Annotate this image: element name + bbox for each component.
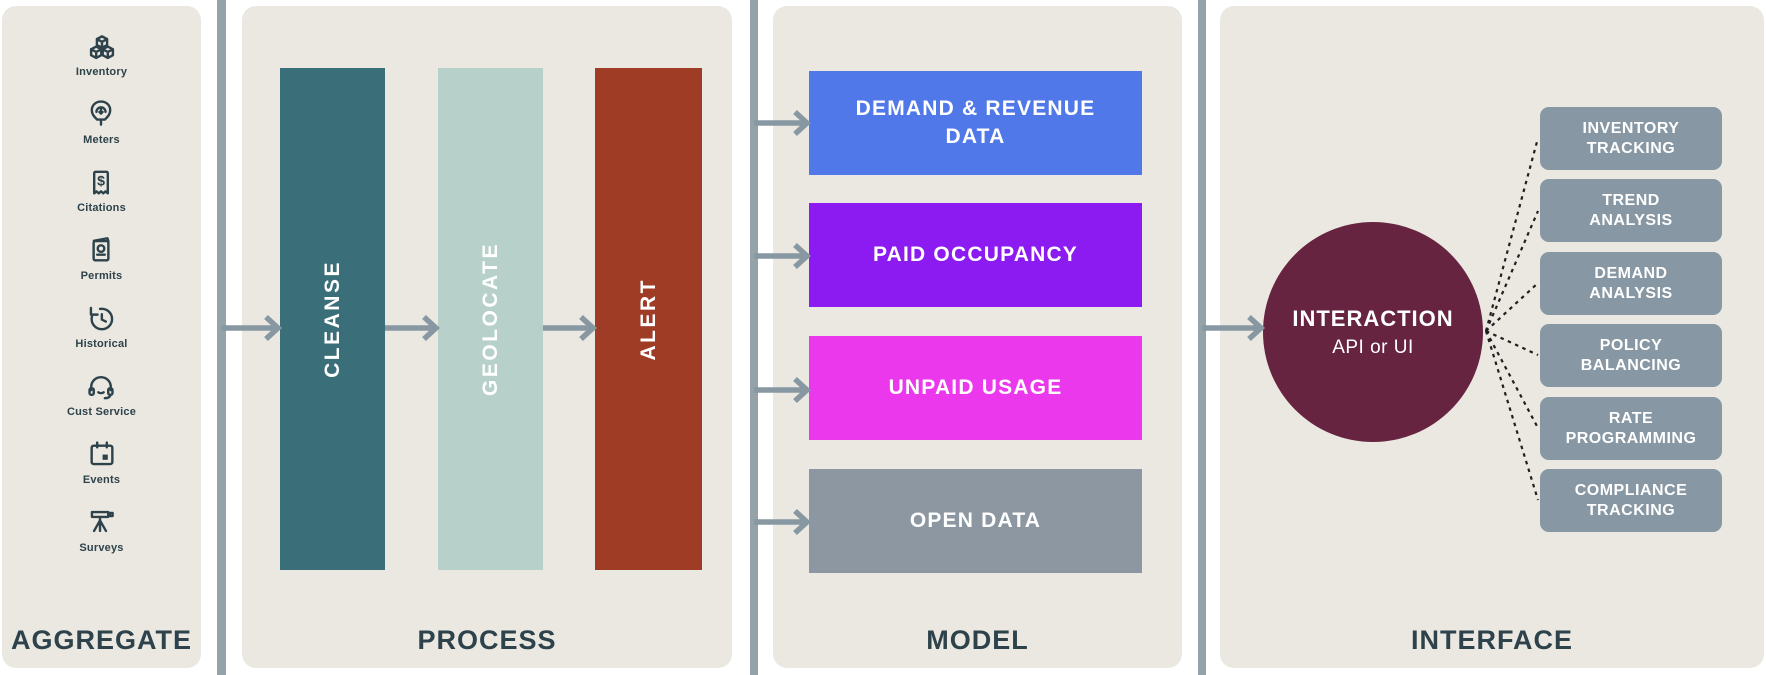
list-item: Inventory bbox=[76, 30, 127, 78]
hub-title: INTERACTION bbox=[1292, 305, 1454, 331]
list-item: $ Citations bbox=[77, 166, 126, 214]
panel-title-model: MODEL bbox=[926, 625, 1029, 655]
hub-subtitle: API or UI bbox=[1332, 336, 1414, 358]
panel-title-interface: INTERFACE bbox=[1410, 625, 1573, 655]
output-box-trend-analysis: TREND ANALYSIS bbox=[1540, 179, 1722, 242]
model-box-unpaid-usage: UNPAID USAGE bbox=[809, 336, 1142, 440]
stage-alert: ALERT bbox=[595, 68, 702, 570]
inventory-cubes-icon bbox=[85, 30, 119, 64]
list-item-label: Meters bbox=[83, 134, 120, 146]
parking-meter-icon bbox=[84, 98, 118, 132]
survey-tripod-icon bbox=[85, 506, 119, 540]
model-box-label-line: DEMAND & REVENUE bbox=[855, 96, 1096, 120]
aggregate-panel: Inventory Meters $ bbox=[2, 6, 201, 668]
list-item-label: Cust Service bbox=[66, 406, 137, 418]
list-item: Historical bbox=[75, 302, 127, 350]
stage-label: ALERT bbox=[636, 277, 660, 361]
model-box-label-line: PAID OCCUPANCY bbox=[872, 242, 1079, 266]
panel-divider bbox=[750, 0, 758, 675]
output-box-label-line: POLICY bbox=[1599, 337, 1663, 355]
output-box-label-line: INVENTORY bbox=[1582, 120, 1680, 138]
list-item: Permits bbox=[81, 234, 123, 282]
stage-label: GEOLOCATE bbox=[478, 242, 502, 396]
stage-cleanse: CLEANSE bbox=[280, 68, 385, 570]
history-clock-icon bbox=[84, 302, 118, 336]
output-box-rate-programming: RATE PROGRAMMING bbox=[1540, 397, 1722, 460]
list-item: Events bbox=[83, 438, 120, 486]
output-box-label-line: ANALYSIS bbox=[1589, 211, 1673, 229]
model-box-label-line: UNPAID USAGE bbox=[888, 375, 1063, 399]
panel-title-process: PROCESS bbox=[417, 625, 557, 655]
model-box-demand-revenue-data: DEMAND & REVENUE DATA bbox=[809, 71, 1142, 175]
output-box-compliance-tracking: COMPLIANCE TRACKING bbox=[1540, 469, 1722, 532]
aggregate-source-list: Inventory Meters $ bbox=[2, 30, 201, 554]
model-box-paid-occupancy: PAID OCCUPANCY bbox=[809, 203, 1142, 307]
svg-text:$: $ bbox=[98, 174, 106, 190]
list-item-label: Events bbox=[82, 474, 121, 486]
model-box-label-line: DATA bbox=[945, 125, 1006, 148]
stage-geolocate: GEOLOCATE bbox=[438, 68, 543, 570]
output-box-inventory-tracking: INVENTORY TRACKING bbox=[1540, 107, 1722, 170]
output-box-label-line: TREND bbox=[1602, 192, 1660, 210]
panel-divider bbox=[217, 0, 226, 675]
output-box-label-line: PROGRAMMING bbox=[1565, 429, 1697, 447]
list-item: Surveys bbox=[79, 506, 123, 554]
dollar-receipt-icon: $ bbox=[84, 166, 118, 200]
interaction-hub-circle: INTERACTION API or UI bbox=[1263, 222, 1483, 442]
calendar-icon bbox=[85, 438, 119, 472]
panel-title-aggregate: AGGREGATE bbox=[10, 625, 192, 655]
output-box-label-line: RATE bbox=[1608, 410, 1654, 428]
process-panel: CLEANSE GEOLOCATE ALERT PROCESS bbox=[242, 6, 732, 668]
permit-booklet-icon bbox=[84, 234, 118, 268]
list-item-label: Inventory bbox=[75, 66, 128, 78]
list-item: Cust Service bbox=[67, 370, 136, 418]
output-box-label-line: DEMAND bbox=[1594, 265, 1668, 283]
list-item-label: Permits bbox=[80, 270, 123, 282]
list-item-label: Citations bbox=[77, 202, 126, 214]
list-item-label: Surveys bbox=[79, 542, 124, 554]
list-item: Meters bbox=[83, 98, 120, 146]
output-box-label-line: COMPLIANCE bbox=[1574, 482, 1688, 500]
output-box-label-line: TRACKING bbox=[1586, 139, 1676, 157]
model-box-open-data: OPEN DATA bbox=[809, 469, 1142, 573]
stage-label: CLEANSE bbox=[320, 260, 344, 378]
output-box-policy-balancing: POLICY BALANCING bbox=[1540, 324, 1722, 387]
headset-icon bbox=[84, 370, 118, 404]
interface-panel: INTERACTION API or UI INVENTORY TRACKING… bbox=[1220, 6, 1764, 668]
output-box-label-line: TRACKING bbox=[1586, 501, 1676, 519]
list-item-label: Historical bbox=[75, 338, 128, 350]
model-box-label-line: OPEN DATA bbox=[909, 508, 1042, 532]
panel-divider bbox=[1198, 0, 1206, 675]
model-panel: DEMAND & REVENUE DATA PAID OCCUPANCY UNP… bbox=[773, 6, 1182, 668]
output-box-demand-analysis: DEMAND ANALYSIS bbox=[1540, 252, 1722, 315]
output-box-label-line: BALANCING bbox=[1580, 356, 1682, 374]
output-box-label-line: ANALYSIS bbox=[1589, 284, 1673, 302]
